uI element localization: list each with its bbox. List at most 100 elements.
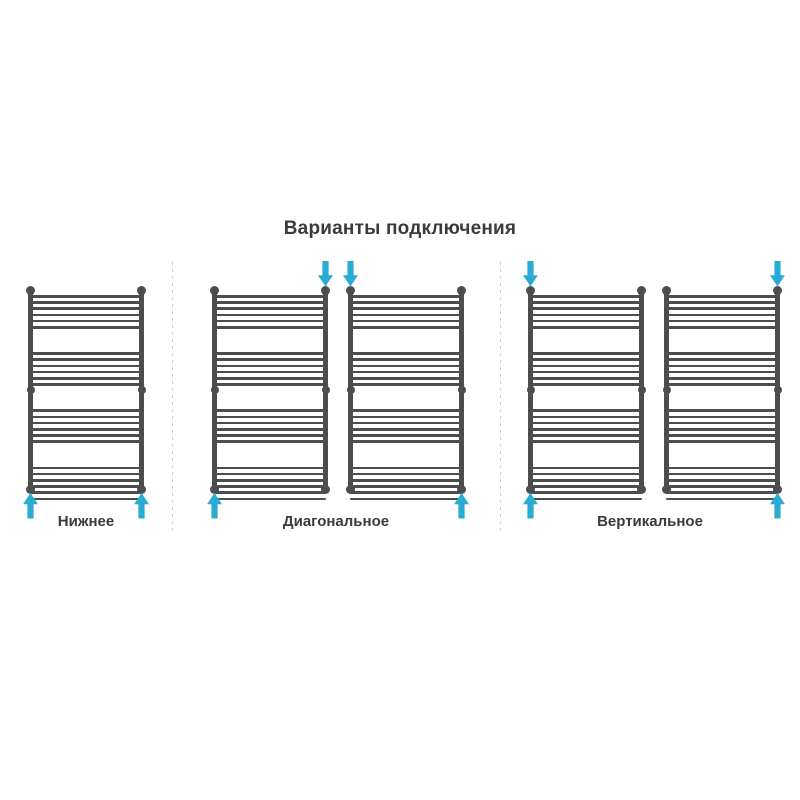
panel-label-diagonal: Диагональное (282, 513, 390, 530)
radiator-rung (530, 409, 642, 412)
rail-endcap-tl (210, 286, 219, 295)
radiator-rung (214, 409, 326, 412)
radiator-rung (350, 370, 462, 374)
radiator-rung (530, 479, 642, 482)
rail-endcap-tl (526, 286, 535, 295)
radiator-rung (30, 428, 142, 431)
radiator-rung (214, 358, 326, 361)
outlet-arrow-bottom-left (207, 493, 222, 519)
inlet-arrow-top-left (343, 261, 358, 287)
connection-panel-bottom: Нижнее (0, 262, 172, 530)
rail-endcap-tr (637, 286, 646, 295)
radiator-unit (343, 261, 469, 519)
radiator-rung (350, 409, 462, 412)
rail-connector-nub-right (321, 386, 330, 394)
radiator-rung (666, 428, 778, 431)
radiator-rungs (350, 290, 462, 501)
radiator-rung (30, 409, 142, 412)
radiator-rung (214, 428, 326, 431)
radiator-rung (530, 421, 642, 425)
radiator-rung (30, 497, 142, 501)
radiator-rung (350, 466, 462, 470)
radiator-rungs (530, 290, 642, 501)
radiator-rung (30, 313, 142, 317)
divider-1 (172, 262, 173, 530)
rail-connector-nub-left (662, 386, 671, 394)
radiator-rung (214, 434, 326, 437)
radiator-rung (30, 415, 142, 419)
outlet-arrow-bottom-right (454, 493, 469, 519)
inlet-arrow-bottom-left (23, 493, 38, 519)
radiator-rung (530, 428, 642, 431)
outlet-arrow-bottom-left (523, 493, 538, 519)
radiator-rungs (214, 290, 326, 501)
radiator-rung (666, 326, 778, 329)
radiator-rung (350, 364, 462, 368)
radiator-rung (350, 479, 462, 482)
radiator-rung (530, 313, 642, 317)
radiator-rung (350, 491, 462, 494)
connection-panel-vertical: Вертикальное (500, 261, 800, 530)
radiator-rung (214, 295, 326, 298)
radiator-rung (666, 352, 778, 355)
radiator-rung (530, 307, 642, 310)
rail-endcap-bl (526, 485, 535, 494)
rail-endcap-bl (26, 485, 35, 494)
radiator-rung (30, 370, 142, 374)
radiator-rung (666, 434, 778, 437)
radiator-rung (530, 301, 642, 304)
radiator-rung (30, 466, 142, 470)
radiator-rung (666, 421, 778, 425)
radiator-rung (530, 364, 642, 368)
radiator-rung (350, 358, 462, 361)
radiator-rung (530, 497, 642, 501)
radiator-rung (350, 415, 462, 419)
radiator-rung (666, 497, 778, 501)
radiator-rung (530, 352, 642, 355)
outlet-arrow-bottom-right (134, 493, 149, 519)
rail-connector-nub-left (526, 386, 535, 394)
radiator-rung (530, 383, 642, 386)
inlet-arrow-top-left (523, 261, 538, 287)
radiator-rung (530, 466, 642, 470)
radiator-rung (30, 364, 142, 368)
radiator-rung (350, 295, 462, 298)
panel-label-vertical: Вертикальное (597, 513, 703, 530)
radiator-rung (530, 370, 642, 374)
radiator-rung (30, 295, 142, 298)
radiator-rung (350, 440, 462, 443)
radiator-rung (214, 415, 326, 419)
rail-connector-nub-left (210, 386, 219, 394)
radiator-rung (666, 383, 778, 386)
radiator-rung (666, 485, 778, 488)
radiator-rung (666, 415, 778, 419)
radiator-rung (666, 295, 778, 298)
rail-endcap-br (773, 485, 782, 494)
radiator-rung (30, 383, 142, 386)
radiator-rung (350, 301, 462, 304)
rail-connector-nub-left (346, 386, 355, 394)
radiator-rung (30, 491, 142, 494)
radiator-rungs (30, 290, 142, 501)
rail-connector-nub-right (637, 386, 646, 394)
rail-endcap-tr (773, 286, 782, 295)
radiator-rung (350, 313, 462, 317)
radiator-rung (666, 479, 778, 482)
rail-endcap-br (321, 485, 330, 494)
radiator-rung (666, 409, 778, 412)
radiator-rung (666, 466, 778, 470)
rail-endcap-tl (662, 286, 671, 295)
rail-connector-nub-left (26, 386, 35, 394)
radiator-rung (666, 370, 778, 374)
radiator-rung (530, 434, 642, 437)
radiator-rung (214, 377, 326, 380)
radiator-rung (350, 485, 462, 488)
radiator-rung (666, 313, 778, 317)
radiator-rung (350, 352, 462, 355)
radiator-rung (666, 377, 778, 380)
rail-endcap-br (457, 485, 466, 494)
radiator-rung (530, 472, 642, 476)
radiator-rung (666, 358, 778, 361)
radiator-rung (214, 491, 326, 494)
